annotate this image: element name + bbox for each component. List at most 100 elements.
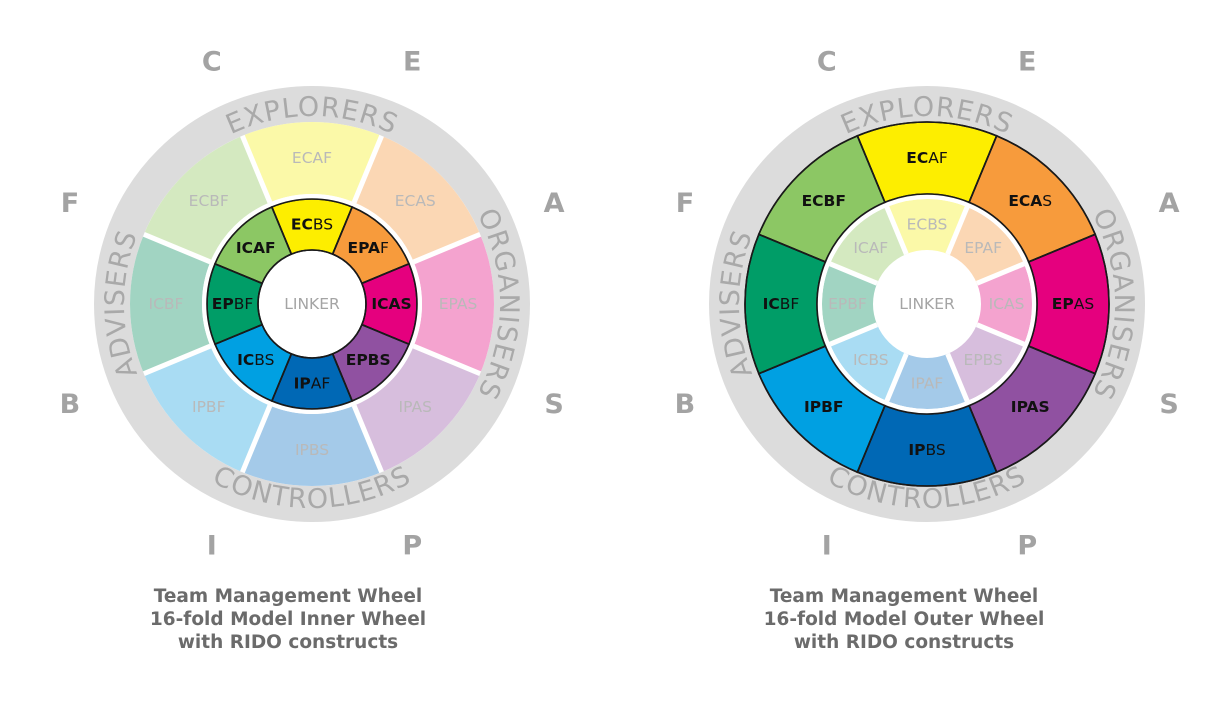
segment-label-normal: IPBF: [192, 398, 226, 416]
outer-wheel: EXPLORERSORGANISERSCONTROLLERSADVISERSEC…: [675, 46, 1180, 561]
segment-label: EPBS: [346, 351, 391, 369]
caption-inner-wheel: Team Management Wheel 16-fold Model Inne…: [78, 585, 498, 654]
wheel-segment: [947, 206, 1025, 284]
segment-label: ECAF: [292, 149, 332, 167]
segment-label: ECBS: [291, 216, 333, 234]
segment-label-normal: ECAF: [292, 149, 332, 167]
wheel-segment: [886, 353, 968, 409]
segment-label-bold: IC: [237, 351, 254, 369]
wheel-segment: [354, 346, 481, 473]
segment-label-normal: IPAS: [399, 398, 432, 416]
segment-label: ECBS: [907, 216, 948, 234]
wheel-segment: [242, 122, 382, 203]
segment-label: EPAF: [347, 239, 389, 257]
segment-label: ICBS: [853, 351, 889, 369]
segment-divider: [412, 232, 482, 265]
segment-divider: [975, 322, 1025, 347]
segment-label-normal: AS: [1074, 295, 1094, 313]
inner-wheel: EXPLORERSORGANISERSCONTROLLERSADVISERSEC…: [60, 46, 565, 561]
segment-label: IPAS: [1011, 398, 1050, 416]
wheel-segment: [829, 324, 907, 402]
segment-label-bold: EPA: [347, 239, 380, 257]
segment-outline: [213, 205, 293, 285]
segment-label-bold: IC: [763, 295, 780, 313]
segment-label-normal: ICBF: [149, 295, 184, 313]
ring-gap: [202, 194, 422, 414]
corner-letter-p: P: [402, 531, 422, 562]
wheel-segment: [947, 324, 1025, 402]
segment-divider: [240, 404, 273, 474]
center-label-linker: LINKER: [899, 295, 955, 313]
wheel-segment: [413, 234, 494, 374]
corner-letter-c: C: [817, 46, 837, 77]
segment-label-normal: EPBF: [828, 295, 867, 313]
segment-divider: [829, 261, 879, 286]
segment-label-normal: ECAS: [395, 192, 436, 210]
segment-label-normal: ECBS: [907, 216, 948, 234]
corner-letter-a: A: [544, 188, 565, 219]
caption-outer-wheel: Team Management Wheel 16-fold Model Oute…: [694, 585, 1114, 654]
segment-label-bold: EPBS: [346, 351, 391, 369]
corner-letter-s: S: [1159, 389, 1178, 420]
segment-label: ICAS: [371, 295, 411, 313]
wheel-segment: [822, 263, 878, 345]
outer-band-ring: [94, 86, 530, 522]
segment-label: ECBF: [189, 192, 229, 210]
segment-label-normal: BS: [254, 351, 274, 369]
segment-label-normal: EPBS: [964, 351, 1003, 369]
corner-letter-a: A: [1159, 188, 1180, 219]
segment-divider: [829, 322, 879, 347]
segment-label-bold: EP: [1052, 295, 1074, 313]
segment-label-normal: IPAF: [911, 375, 944, 393]
segment-label-normal: AF: [311, 375, 331, 393]
caption-line-3: with RIDO constructs: [793, 632, 1015, 653]
wheel-segment: [886, 199, 968, 255]
segment-divider: [142, 232, 212, 265]
segment-label: EPAS: [439, 295, 478, 313]
segment-label-normal: S: [1042, 192, 1052, 210]
segment-label-bold: IP: [294, 375, 311, 393]
segment-divider: [945, 206, 970, 256]
segment-label-bold: EP: [212, 295, 234, 313]
segment-label: EPBF: [828, 295, 867, 313]
wheel-segment: [242, 405, 382, 486]
segment-label-normal: AF: [928, 149, 948, 167]
segment-label-normal: ICBS: [853, 351, 889, 369]
caption-line-3: with RIDO constructs: [177, 632, 399, 653]
segment-label-normal: EPAS: [439, 295, 478, 313]
segment-label-normal: ICAF: [853, 239, 888, 257]
segment-label: IPAS: [399, 398, 432, 416]
caption-line-2: 16-fold Model Inner Wheel: [149, 609, 427, 630]
ring-gap: [817, 194, 1037, 414]
segment-label-bold: IPAS: [1011, 398, 1050, 416]
segment-label: IPBF: [804, 398, 844, 416]
segment-label-normal: F: [380, 239, 389, 257]
segment-divider: [412, 343, 482, 376]
corner-letter-p: P: [1017, 531, 1037, 562]
outer-ring-segments: ECAF ECAS EPAS IPAS IP BS IPBF ICBF ECBF: [130, 122, 494, 486]
corner-letter-f: F: [61, 188, 79, 219]
wheel-segment: [130, 234, 211, 374]
segment-divider: [884, 352, 909, 402]
segment-label-normal: ECBF: [189, 192, 229, 210]
segment-label: EPAS: [1052, 295, 1094, 313]
caption-line-1: Team Management Wheel: [769, 586, 1039, 607]
center-circle: [875, 252, 979, 356]
segment-label: ECAF: [906, 149, 948, 167]
wheel-segment: [976, 263, 1032, 345]
segment-label: ECBF: [802, 192, 846, 210]
segment-divider: [975, 261, 1025, 286]
segment-label-bold: IP: [908, 441, 925, 459]
segment-divider: [142, 343, 212, 376]
corner-letter-b: B: [675, 389, 696, 420]
wheel-segment: [354, 135, 481, 262]
segment-label: IPBF: [192, 398, 226, 416]
corner-letter-i: I: [822, 531, 832, 562]
center-label-linker: LINKER: [284, 295, 340, 313]
segment-label-normal: BS: [925, 441, 945, 459]
segment-label-bold: ICAS: [371, 295, 411, 313]
segment-label: ICAS: [989, 295, 1025, 313]
segment-label-normal: EPAF: [964, 239, 1002, 257]
corner-letter-i: I: [207, 531, 217, 562]
